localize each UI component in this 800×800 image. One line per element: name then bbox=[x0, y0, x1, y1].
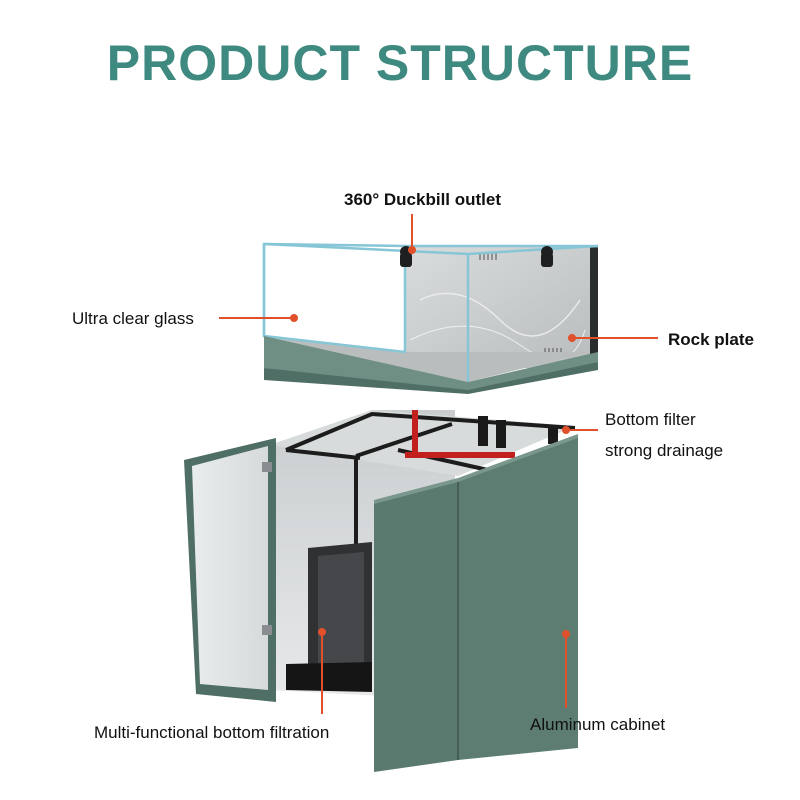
callout-cabinet bbox=[562, 630, 570, 708]
label-bottom-filtration: Multi-functional bottom filtration bbox=[94, 723, 330, 742]
tank-base bbox=[264, 362, 598, 394]
callout-glass bbox=[219, 314, 298, 322]
label-aluminum-cabinet: Aluminum cabinet bbox=[530, 715, 666, 734]
callout-filtration bbox=[318, 628, 326, 714]
page-title: PRODUCT STRUCTURE bbox=[106, 35, 694, 91]
cabinet-front-panels bbox=[374, 434, 578, 772]
callout-lines bbox=[219, 214, 658, 714]
cabinet-door bbox=[184, 438, 276, 702]
glass-tank bbox=[262, 242, 599, 394]
callout-filter bbox=[562, 426, 598, 434]
cabinet bbox=[184, 410, 578, 772]
callout-duckbill bbox=[408, 214, 416, 254]
label-bottom-filter: Bottom filter bbox=[605, 410, 696, 429]
label-rock-plate: Rock plate bbox=[668, 330, 754, 349]
sump-tank bbox=[286, 542, 372, 692]
rock-plate bbox=[405, 246, 590, 368]
callout-rock bbox=[568, 334, 658, 342]
duckbill-outlet-right bbox=[541, 246, 553, 267]
label-strong-drainage: strong drainage bbox=[605, 441, 724, 460]
label-duckbill-outlet: 360° Duckbill outlet bbox=[344, 190, 502, 209]
label-ultra-clear-glass: Ultra clear glass bbox=[72, 309, 194, 328]
